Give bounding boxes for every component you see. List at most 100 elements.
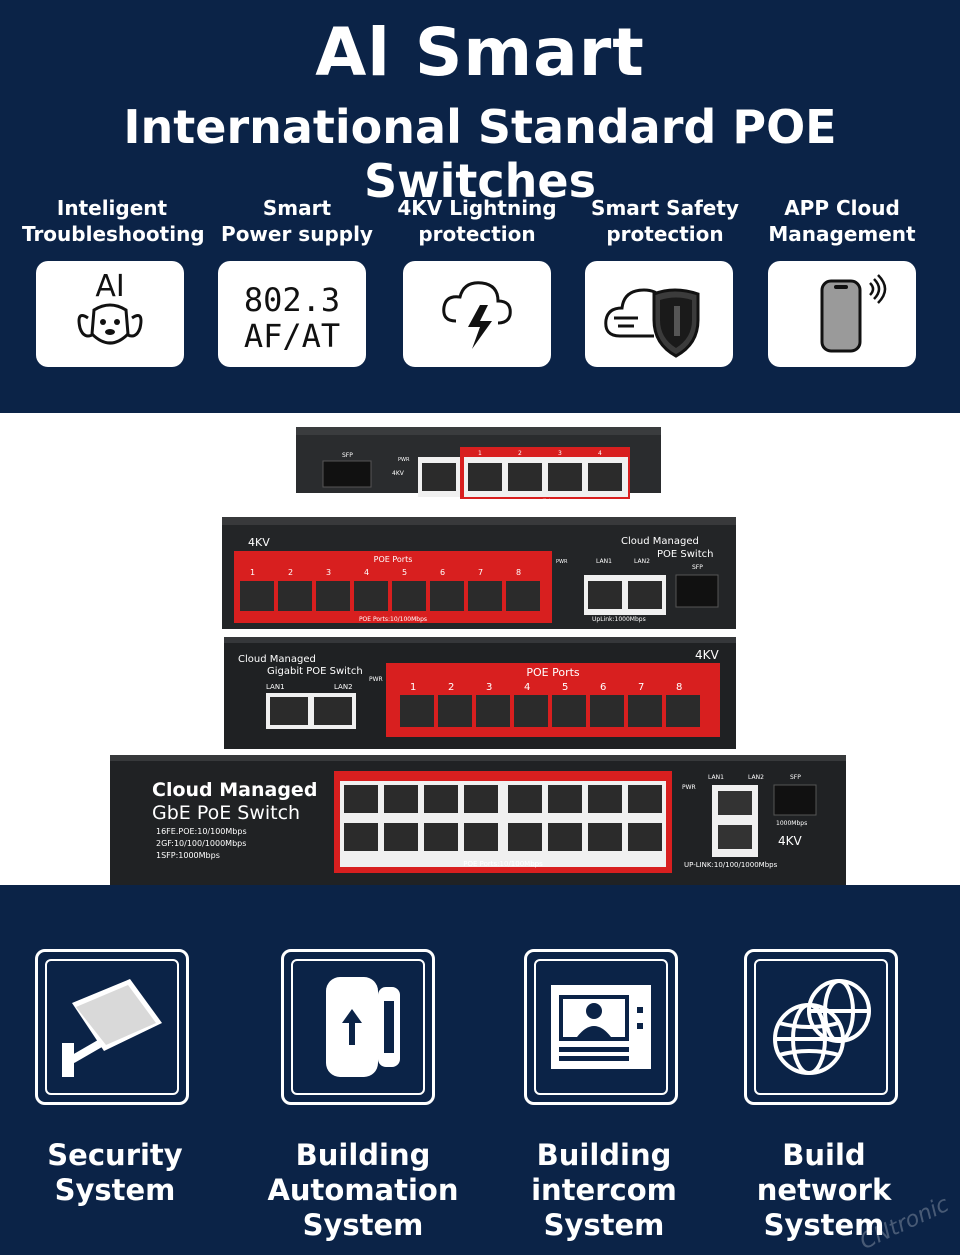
sw4-spec-line1: 16FE.POE:10/100Mbps: [156, 827, 247, 836]
port-number: 1: [478, 450, 482, 457]
app-label-line2: System: [302, 1208, 424, 1242]
feature-label-line1: APP Cloud: [784, 196, 900, 220]
switch-8port-b: Cloud Managed Gigabit POE Switch LAN1 LA…: [224, 637, 736, 749]
globe-network-icon: [773, 979, 871, 1075]
sw4-pwr-label: PWR: [682, 784, 696, 791]
port-number: 6: [440, 568, 445, 577]
feature-label-line1: 4KV Lightning: [397, 196, 557, 220]
feature-label-lightning: 4KV Lightning protection: [387, 195, 567, 247]
app-label-line1: Building Automation: [267, 1138, 459, 1207]
rj45-port: [464, 823, 498, 851]
port-number: 7: [638, 682, 644, 693]
app-card-frame: [754, 959, 888, 1095]
sw2-poe-title: POE Ports: [374, 555, 413, 564]
sw2-uplink-ports: [588, 581, 662, 609]
rj45-port: [588, 463, 622, 491]
rj45-port: [552, 695, 586, 727]
rj45-port: [316, 581, 350, 611]
page-subtitle: International Standard POE Switches: [123, 100, 837, 208]
rj45-port: [508, 463, 542, 491]
app-card-automation: [281, 949, 435, 1105]
app-label-security: Security System: [20, 1138, 210, 1208]
rj45-port: [666, 695, 700, 727]
cctv-camera-icon: [62, 979, 162, 1077]
standard-line2: AF/AT: [244, 317, 340, 355]
rj45-port: [384, 823, 418, 851]
rj45-port: [278, 581, 312, 611]
port-number: 2: [518, 450, 522, 457]
app-card-frame: [291, 959, 425, 1095]
sw2-sfp-label: SFP: [692, 564, 703, 571]
sw2-uplink-label: UpLink:1000Mbps: [592, 616, 646, 623]
port-number: 8: [516, 568, 521, 577]
port-number: 2: [448, 682, 454, 693]
rj45-port: [464, 785, 498, 813]
rj45-port: [314, 697, 352, 725]
feature-label-line1: Smart: [262, 196, 332, 220]
page-title: Al Smart: [315, 14, 645, 91]
app-label-intercom: Building intercom System: [475, 1138, 733, 1243]
sw3-kv-label: 4KV: [695, 648, 720, 662]
app-card-frame: [534, 959, 668, 1095]
sw1-kv-label: 4KV: [392, 470, 405, 477]
sw2-brand-line1: Cloud Managed: [621, 536, 699, 547]
rj45-port: [476, 695, 510, 727]
port-number: 3: [486, 682, 492, 693]
port-number: 1: [410, 682, 416, 693]
rj45-port: [424, 823, 458, 851]
feature-label-line1: Smart Safety: [591, 196, 739, 220]
rj45-port: [548, 785, 582, 813]
sw1-brand-text: 全千兆云网管POE交换机: [322, 492, 399, 501]
sw3-brand-line2: Gigabit POE Switch: [267, 666, 363, 677]
sw4-kv-label: 4KV: [778, 834, 803, 848]
feature-card-app: [768, 261, 916, 367]
app-card-frame: [45, 959, 179, 1095]
sw4-brand-line1: Cloud Managed: [152, 779, 317, 801]
header-section: Al Smart International Standard POE Swit…: [0, 0, 960, 413]
app-label-automation: Building Automation System: [208, 1138, 518, 1243]
sw2-pwr-label: PWR: [556, 559, 568, 565]
port-number: 6: [600, 682, 606, 693]
rj45-port: [468, 581, 502, 611]
feature-label-line2: protection: [418, 222, 536, 246]
rj45-port: [468, 463, 502, 491]
sw2-lan1-label: LAN1: [596, 558, 612, 565]
port-number: 4: [598, 450, 602, 457]
rj45-port: [270, 697, 308, 725]
door-sensor-icon: [326, 977, 400, 1077]
sw4-spec-line2: 2GF:10/100/1000Mbps: [156, 839, 246, 848]
port-number: 2: [288, 568, 293, 577]
app-card-network: [744, 949, 898, 1105]
port-number: 5: [402, 568, 407, 577]
feature-label-power-supply: Smart Power supply: [207, 195, 387, 247]
feature-label-line2: Power supply: [221, 222, 373, 246]
feature-label-safety: Smart Safety protection: [575, 195, 755, 247]
rj45-port: [548, 463, 582, 491]
sw1-pwr-label: PWR: [398, 457, 410, 463]
rj45-port: [354, 581, 388, 611]
rj45-port: [514, 695, 548, 727]
app-label-network: Build network System: [718, 1138, 930, 1243]
feature-label-troubleshooting: Inteligent Troubleshooting: [22, 195, 205, 247]
port-number: 4: [364, 568, 369, 577]
rj45-port: [628, 785, 662, 813]
feature-card-8023: 802.3 AF/AT: [218, 261, 366, 367]
rj45-port: [628, 695, 662, 727]
rj45-port: [384, 785, 418, 813]
intercom-icon: [551, 985, 651, 1069]
feature-label-line2: Management: [768, 222, 916, 246]
ai-icon-text: AI: [95, 269, 124, 304]
sw3-brand-line1: Cloud Managed: [238, 654, 316, 665]
sw4-sfp-speed: 1000Mbps: [776, 820, 807, 827]
rj45-port: [422, 463, 456, 491]
app-label-line2: System: [54, 1173, 176, 1207]
sw2-brand-line2: POE Switch: [657, 549, 713, 560]
sw4-port-grid: [344, 785, 662, 851]
rj45-port: [588, 785, 622, 813]
rj45-port: [240, 581, 274, 611]
port-number: 4: [524, 682, 530, 693]
